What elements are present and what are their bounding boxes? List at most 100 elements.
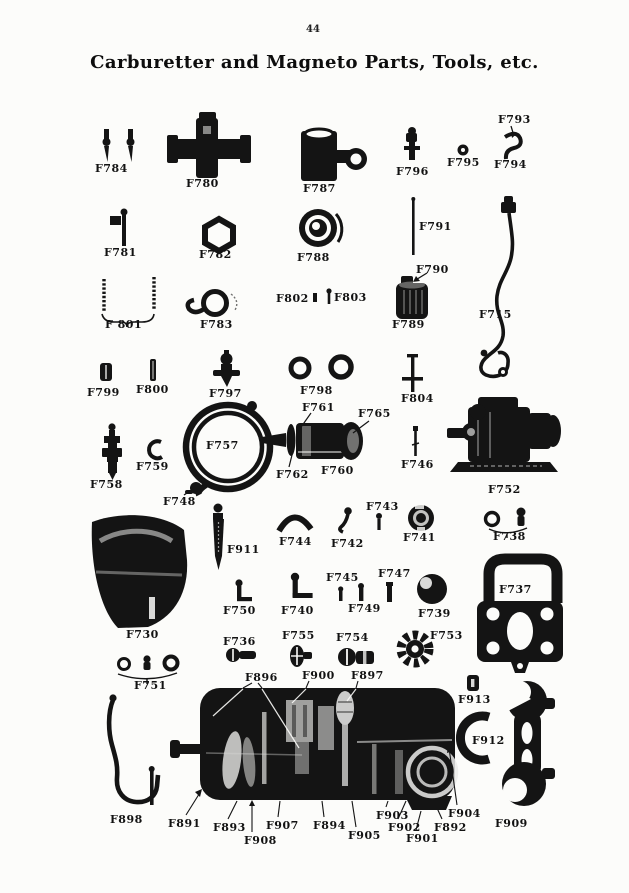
- part-label-f901: F901: [406, 832, 439, 845]
- part-label-f788: F788: [297, 251, 330, 264]
- part-label-f738: F738: [493, 530, 526, 543]
- part-label-f751: F751: [134, 679, 167, 692]
- figure-f781-lever-pin: [110, 208, 128, 246]
- part-label-f913: F913: [458, 693, 491, 706]
- part-label-f894: F894: [313, 819, 346, 832]
- part-label-f798: F798: [300, 384, 333, 397]
- figure-f798-rings: [291, 357, 351, 377]
- figure-f783-ring-hook: [188, 292, 237, 315]
- figure-f751-washers: [118, 655, 178, 684]
- part-label-f905: F905: [348, 829, 381, 842]
- figure-f795-nut: [457, 144, 469, 156]
- figure-f737-bracket: [477, 559, 563, 673]
- figure-f754-screw-and-nut: [338, 648, 374, 666]
- figure-f802-jet: [313, 293, 317, 302]
- part-label-f760: F760: [321, 464, 354, 477]
- part-label-f761: F761: [302, 401, 335, 414]
- figure-f909-spanner: [487, 676, 555, 813]
- figure-f782-hex-nut: [205, 219, 233, 251]
- part-label-f748: F748: [163, 495, 196, 508]
- part-label-f799: F799: [87, 386, 120, 399]
- part-label-f803: F803: [334, 291, 367, 304]
- part-label-f754: F754: [336, 631, 369, 644]
- part-label-f904: F904: [448, 807, 481, 820]
- part-label-f912: F912: [472, 734, 505, 747]
- part-label-f750: F750: [223, 604, 256, 617]
- figure-f791-needle: [411, 197, 416, 255]
- part-label-f745: F745: [326, 571, 359, 584]
- figure-f755-screw: [290, 645, 312, 667]
- part-label-f741: F741: [403, 531, 436, 544]
- figure-f745-f749-f747-pins: [338, 582, 393, 602]
- part-label-f740: F740: [281, 604, 314, 617]
- figure-f746-contact-screw: [412, 426, 419, 456]
- part-label-f757: F757: [206, 439, 239, 452]
- part-label-f800: F800: [136, 383, 169, 396]
- part-label-f896: F896: [245, 671, 278, 684]
- figure-f788-spring-disc: [299, 209, 342, 247]
- part-label-f755: F755: [282, 629, 315, 642]
- part-label-f908: F908: [244, 834, 277, 847]
- part-label-f736: F736: [223, 635, 256, 648]
- figure-f738-washer-and-screw: [486, 507, 528, 539]
- figure-f804-tickler: [402, 354, 423, 392]
- figure-f789-float-chamber: [396, 276, 428, 319]
- part-label-f746: F746: [401, 458, 434, 471]
- figure-f913-terminal: [467, 675, 479, 691]
- figure-tool-tray: [170, 681, 457, 832]
- part-label-f781: F781: [104, 246, 137, 259]
- figure-f790-arrow: [413, 273, 427, 282]
- part-label-f891: F891: [168, 817, 201, 830]
- part-label-f804: F804: [401, 392, 434, 405]
- part-label-f737: F737: [499, 583, 532, 596]
- part-label-f744: F744: [279, 535, 312, 548]
- part-label-f802: F802: [276, 292, 309, 305]
- part-label-f909: F909: [495, 817, 528, 830]
- figure-f799-roller: [100, 363, 112, 381]
- figure-f744-spring-blade: [279, 517, 311, 531]
- part-label-f897: F897: [351, 669, 384, 682]
- figure-f794-hook-clip: [505, 126, 521, 159]
- figure-f742-cam-lever: [340, 507, 352, 532]
- part-label-f907: F907: [266, 819, 299, 832]
- figure-f898-hook-spanner: [109, 694, 158, 802]
- part-label-f898: F898: [110, 813, 143, 826]
- figure-f784-jet-needles: [102, 129, 135, 162]
- figure-f801-studs: [102, 277, 154, 327]
- part-label-f791: F791: [419, 220, 452, 233]
- part-label-f765: F765: [358, 407, 391, 420]
- part-label-f892: F892: [434, 821, 467, 834]
- figure-f797-needle-valve: [213, 350, 240, 387]
- figure-f753-sprocket: [401, 635, 429, 663]
- part-label-f789: F789: [392, 318, 425, 331]
- part-label-f801: F 801: [105, 318, 143, 331]
- figure-f750-lever: [235, 579, 252, 602]
- figure-f715-petrol-pipe: [481, 196, 516, 377]
- part-label-f780: F780: [186, 177, 219, 190]
- part-label-f793: F793: [498, 113, 531, 126]
- figure-f740-lever: [290, 572, 313, 598]
- part-label-f783: F783: [200, 318, 233, 331]
- part-label-f758: F758: [90, 478, 123, 491]
- figure-f780-tee-union: [167, 112, 251, 178]
- part-label-f784: F784: [95, 162, 128, 175]
- figure-f758-spark-plug: [102, 423, 122, 480]
- figure-f752-magneto: [447, 397, 561, 472]
- part-label-f762: F762: [276, 468, 309, 481]
- figure-f741-contact-breaker-cap: [408, 505, 434, 531]
- figure-f748-arrow: [184, 486, 198, 495]
- part-label-f795: F795: [447, 156, 480, 169]
- part-label-f900: F900: [302, 669, 335, 682]
- page-number: 44: [306, 24, 320, 35]
- part-label-f794: F794: [494, 158, 527, 171]
- part-label-f796: F796: [396, 165, 429, 178]
- figure-f911-punch: [213, 503, 224, 570]
- figure-f730-shield: [91, 515, 188, 628]
- part-label-f902: F902: [388, 821, 421, 834]
- part-label-f753: F753: [430, 629, 463, 642]
- part-label-f730: F730: [126, 628, 159, 641]
- figure-f739-ball: [417, 574, 447, 604]
- figure-f736-screw: [226, 648, 256, 662]
- figure-f760-armature: [262, 413, 369, 467]
